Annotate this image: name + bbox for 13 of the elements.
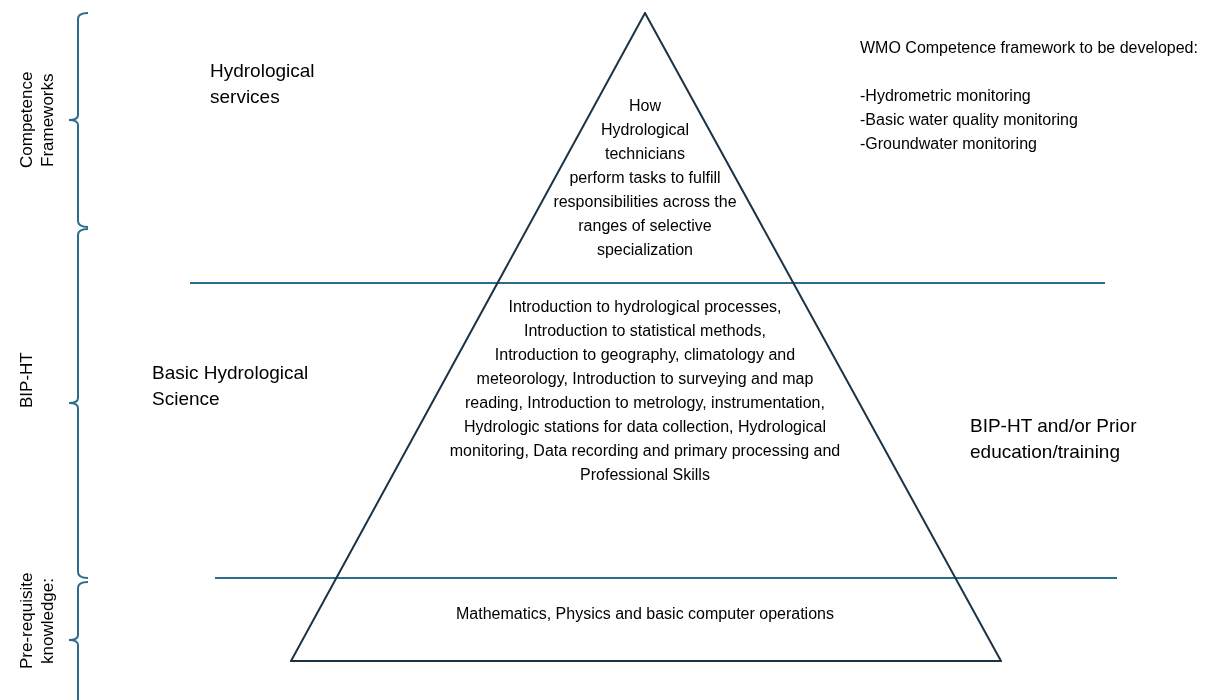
section-label: BIP-HT [16,351,37,410]
label-text: -Hydrometric monitoring [860,86,1031,106]
section-label: Pre-requisite knowledge: [16,570,58,671]
label-text: Hydrological services [210,59,316,109]
label-text: -Groundwater monitoring [860,134,1037,154]
section-label: Competence Frameworks [16,70,58,171]
tier-text: How Hydrological technicians perform tasks to fulfill responsibilities across the ranges of selective specialization [552,96,738,260]
tier-text: Introduction to hydrological processes, Introduction to statistical methods, Introduction to geography, climatology and meteorology, Introduction to surveying and map reading, Introduction to metrology, instrumentation, Hydrologic stations for data collection, Hydrological monitoring, Data recording and primary processing and Professional Skills [448,297,842,485]
label-text: Basic Hydrological Science [152,361,310,411]
tier-text: Mathematics, Physics and basic computer operations [455,604,835,624]
label-text: -Basic water quality monitoring [860,110,1078,130]
label-text: BIP-HT and/or Prior education/training [970,414,1138,464]
label-text: WMO Competence framework to be developed: [860,38,1199,58]
